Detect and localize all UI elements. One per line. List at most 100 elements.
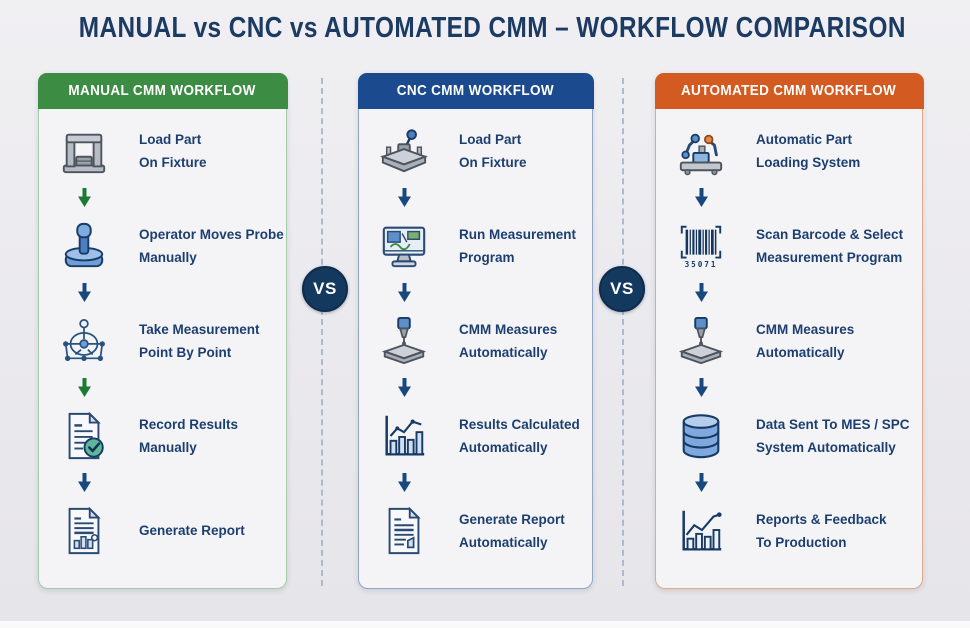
step-label: Reports & Feedback To Production	[756, 508, 887, 554]
step-label-line: Results Calculated	[459, 416, 580, 432]
down-arrow-icon	[77, 188, 91, 207]
down-arrow-icon	[694, 283, 708, 302]
cmm-probe-icon	[381, 316, 427, 364]
arrow-row	[656, 178, 746, 219]
step-label-line: Automatic Part	[756, 131, 853, 147]
automated-workflow-card: AUTOMATED CMM WORKFLOW	[654, 72, 924, 589]
workflow-step: Run Measurement Program	[359, 219, 592, 273]
icon-box	[56, 504, 112, 558]
vs-badge-label: VS	[610, 279, 634, 298]
step-label-line: Program	[459, 249, 515, 265]
manual-workflow-card: MANUAL CMM WORKFLOW Load Part On Fi	[37, 72, 288, 589]
step-label: Operator Moves Probe Manually	[139, 223, 284, 269]
manual-card-header: MANUAL CMM WORKFLOW	[37, 72, 288, 109]
step-label: Generate Report	[139, 519, 245, 542]
down-arrow-icon	[397, 473, 411, 492]
workflow-step: Generate Report Automatically	[359, 504, 592, 558]
workflow-step: Record Results Manually	[39, 409, 286, 463]
step-label-line: On Fixture	[459, 154, 527, 170]
step-label-line: Manually	[139, 439, 197, 455]
step-label-line: Load Part	[139, 131, 202, 147]
step-label: CMM Measures Automatically	[756, 318, 854, 364]
workflow-step: CMM Measures Automatically	[656, 314, 922, 368]
dashed-divider	[321, 78, 323, 586]
step-label-line: Manually	[139, 249, 197, 265]
icon-box	[56, 219, 112, 273]
fixture-frame-icon	[62, 133, 106, 173]
down-arrow-icon	[397, 283, 411, 302]
icon-box: 35071	[673, 219, 729, 273]
down-arrow-icon	[77, 378, 91, 397]
arrow-row	[359, 273, 449, 314]
down-arrow-icon	[397, 188, 411, 207]
step-label-line: Reports & Feedback	[756, 511, 887, 527]
step-label-line: System Automatically	[756, 439, 896, 455]
icon-box	[56, 409, 112, 463]
icon-box	[56, 314, 112, 368]
fixture-part-icon	[380, 128, 428, 172]
workflow-step: Take Measurement Point By Point	[39, 314, 286, 368]
workflow-step: Data Sent To MES / SPC System Automatica…	[656, 409, 922, 463]
step-label-line: Generate Report	[459, 511, 565, 527]
database-icon	[682, 413, 720, 458]
workflow-step: 35071 Scan Barcode & Select Measurement …	[656, 219, 922, 273]
measurement-points-icon	[63, 318, 105, 361]
icon-box	[673, 504, 729, 558]
arrow-row	[39, 368, 129, 409]
step-label-line: Automatically	[459, 439, 548, 455]
cnc-card-header-label: CNC CMM WORKFLOW	[396, 82, 555, 99]
workflow-step: Load Part On Fixture	[359, 124, 592, 178]
vs-badge: VS	[599, 266, 645, 312]
arrow-row	[39, 178, 129, 219]
step-label-line: Point By Point	[139, 344, 232, 360]
icon-box	[673, 124, 729, 178]
down-arrow-icon	[77, 283, 91, 302]
arrow-row	[39, 273, 129, 314]
robot-loader-icon	[679, 133, 723, 175]
cnc-card-header: CNC CMM WORKFLOW	[357, 72, 594, 109]
icon-box	[673, 409, 729, 463]
barcode-icon: 35071	[680, 225, 722, 269]
step-label: Generate Report Automatically	[459, 508, 565, 554]
step-label: Take Measurement Point By Point	[139, 318, 260, 364]
monitor-program-icon	[382, 226, 426, 267]
automated-card-header-label: AUTOMATED CMM WORKFLOW	[681, 82, 897, 99]
down-arrow-icon	[694, 473, 708, 492]
workflow-step: CMM Measures Automatically	[359, 314, 592, 368]
step-label-line: CMM Measures	[756, 321, 855, 337]
manual-card-body: Load Part On Fixture	[39, 109, 286, 558]
document-check-icon	[68, 411, 104, 459]
arrow-row	[656, 273, 746, 314]
icon-box	[376, 409, 432, 463]
arrow-row	[656, 463, 746, 504]
vs-badge-label: VS	[313, 279, 337, 298]
workflow-step: Operator Moves Probe Manually	[39, 219, 286, 273]
workflow-step: Load Part On Fixture	[39, 124, 286, 178]
icon-box	[376, 314, 432, 368]
step-label-line: Take Measurement	[139, 321, 260, 337]
step-label-line: CMM Measures	[459, 321, 558, 337]
step-label: Record Results Manually	[139, 413, 238, 459]
step-label: Load Part On Fixture	[459, 128, 527, 174]
step-label: Results Calculated Automatically	[459, 413, 580, 459]
workflow-step: Automatic Part Loading System	[656, 124, 922, 178]
workflow-step: Generate Report	[39, 504, 286, 558]
results-chart-icon	[385, 415, 425, 456]
cnc-workflow-card: CNC CMM WORKFLOW Load Part	[357, 72, 594, 589]
arrow-row	[359, 368, 449, 409]
step-label: Data Sent To MES / SPC System Automatica…	[756, 413, 910, 459]
icon-box	[56, 124, 112, 178]
automated-card-header: AUTOMATED CMM WORKFLOW	[654, 72, 924, 109]
step-label: Run Measurement Program	[459, 223, 576, 269]
workflow-step: Reports & Feedback To Production	[656, 504, 922, 558]
barcode-digits: 35071	[685, 260, 718, 269]
arrow-row	[359, 463, 449, 504]
icon-box	[376, 124, 432, 178]
arrow-row	[656, 368, 746, 409]
step-label-line: Operator Moves Probe	[139, 226, 284, 242]
step-label: CMM Measures Automatically	[459, 318, 557, 364]
page-title-text: MANUAL vs CNC vs AUTOMATED CMM – WORKFLO…	[78, 12, 906, 44]
step-label-line: Record Results	[139, 416, 239, 432]
icon-box	[673, 314, 729, 368]
